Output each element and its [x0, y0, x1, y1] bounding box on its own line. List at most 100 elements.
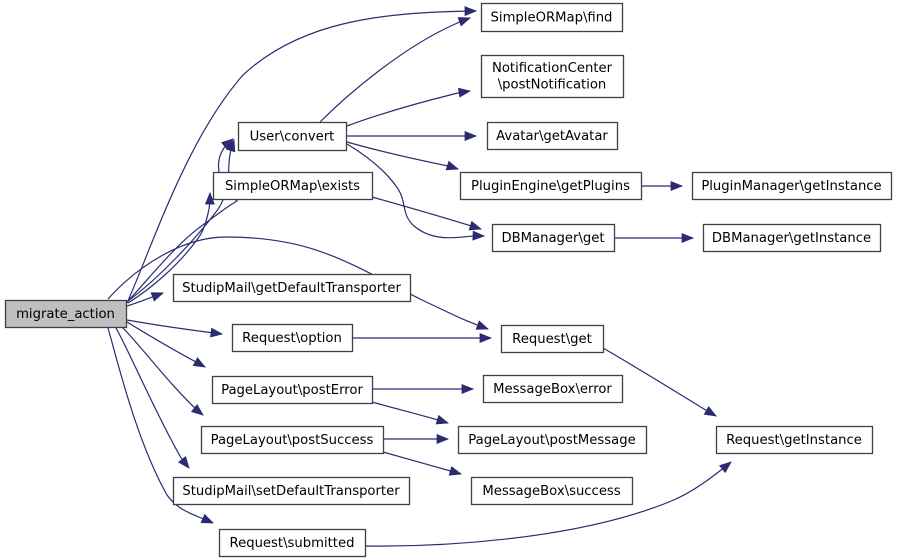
graph-edge: [126, 10, 477, 304]
graph-node-box[interactable]: [212, 171, 374, 201]
graph-node-box[interactable]: [486, 121, 619, 151]
graph-node-label: MessageBox\error: [493, 382, 612, 397]
graph-node-box[interactable]: [482, 374, 624, 404]
graph-edge: [371, 196, 482, 230]
graph-node-notificationcenter-postnotification[interactable]: NotificationCenter\postNotification: [480, 54, 625, 99]
graph-node-label: PluginManager\getInstance: [701, 179, 881, 194]
graph-edge-arrowhead: [472, 230, 486, 241]
graph-node-pagelayout-postsuccess[interactable]: PageLayout\postSuccess: [200, 425, 385, 455]
graph-node-label: DBManager\get: [501, 231, 604, 246]
graph-edge: [319, 17, 471, 123]
graph-node-label: SimpleORMap\find: [491, 11, 613, 26]
graph-node-label: User\convert: [250, 130, 335, 145]
graph-node-pagelayout-posterror[interactable]: PageLayout\postError: [211, 375, 374, 405]
graph-node-user-convert[interactable]: User\convert: [237, 121, 348, 152]
graph-node-messagebox-error[interactable]: MessageBox\error: [482, 374, 624, 404]
graph-node-label: PageLayout\postMessage: [468, 433, 635, 448]
graph-edge-arrowhead: [681, 233, 695, 243]
graph-node-box[interactable]: [457, 425, 648, 455]
graph-edge-arrowhead: [670, 181, 684, 191]
graph-edge-arrowhead: [225, 138, 236, 153]
graph-node-request-getinstance[interactable]: Request\getInstance: [715, 425, 874, 455]
graph-node-box[interactable]: [480, 54, 625, 99]
graph-node-label: DBManager\getInstance: [712, 231, 871, 246]
graph-node-box[interactable]: [172, 273, 412, 303]
graph-edge: [107, 236, 489, 330]
graph-edge-arrowhead: [468, 220, 483, 231]
graph-edge: [121, 326, 204, 416]
graph-edge-arrowhead: [445, 160, 460, 171]
graph-node-box[interactable]: [691, 171, 893, 201]
graph-node-avatar-getavatar[interactable]: Avatar\getAvatar: [486, 121, 619, 151]
graph-edge-arrowhead: [461, 384, 475, 394]
graph-edge: [107, 327, 214, 524]
graph-node-box[interactable]: [231, 323, 354, 353]
graph-node-studipmail-setdefaulttransporter[interactable]: StudipMail\setDefaultTransporter: [172, 476, 411, 506]
graph-node-request-get[interactable]: Request\get: [500, 324, 605, 354]
graph-edge-arrowhead: [457, 17, 472, 27]
graph-node-dbmanager-get[interactable]: DBManager\get: [491, 223, 616, 253]
graph-node-pluginmanager-getinstance[interactable]: PluginManager\getInstance: [691, 171, 893, 201]
graph-node-request-submitted[interactable]: Request\submitted: [218, 528, 367, 558]
graph-edge-arrowhead: [464, 6, 478, 17]
graph-node-label: Avatar\getAvatar: [496, 129, 608, 144]
graph-edge: [382, 451, 462, 475]
graph-edges-layer: [107, 6, 732, 547]
graph-edge-arrowhead: [436, 434, 450, 444]
graph-node-label: SimpleORMap\exists: [225, 179, 360, 194]
graph-edge-arrowhead: [719, 461, 732, 474]
graph-edge-arrowhead: [435, 414, 450, 425]
graph-node-box[interactable]: [237, 121, 348, 152]
graph-edge: [346, 143, 485, 239]
graph-node-simpleormap-exists[interactable]: SimpleORMap\exists: [212, 171, 374, 201]
graph-node-label: migrate_action: [16, 307, 115, 322]
graph-node-label: Request\submitted: [230, 536, 355, 551]
graph-node-pagelayout-postmessage[interactable]: PageLayout\postMessage: [457, 425, 648, 455]
graph-node-request-option[interactable]: Request\option: [231, 323, 354, 353]
graph-edge: [346, 90, 471, 127]
graph-node-pluginengine-getplugins[interactable]: PluginEngine\getPlugins: [459, 171, 643, 201]
graph-node-label: MessageBox\success: [482, 484, 620, 499]
graph-node-box[interactable]: [491, 223, 616, 253]
graph-node-box[interactable]: [218, 528, 367, 558]
graph-edge-arrowhead: [448, 466, 463, 476]
graph-node-simpleormap-find[interactable]: SimpleORMap\find: [480, 2, 624, 33]
graph-edge-arrowhead: [192, 357, 206, 368]
graph-edge-arrowhead: [190, 404, 204, 416]
graph-edge-arrowhead: [464, 131, 478, 141]
graph-node-box[interactable]: [172, 476, 411, 506]
graph-node-label: PageLayout\postSuccess: [211, 433, 374, 448]
graph-node-box[interactable]: [500, 324, 605, 354]
graph-edge-arrowhead: [457, 87, 472, 98]
graph-node-label: PageLayout\postError: [221, 383, 363, 398]
graph-edge-arrowhead: [479, 333, 493, 343]
graph-node-messagebox-success[interactable]: MessageBox\success: [470, 476, 634, 506]
graph-edge: [115, 327, 190, 469]
graph-node-dbmanager-getinstance[interactable]: DBManager\getInstance: [702, 223, 882, 253]
graph-node-box[interactable]: [459, 171, 643, 201]
graph-node-label: NotificationCenter\postNotification: [492, 61, 613, 93]
graph-edge-arrowhead: [703, 405, 717, 417]
graph-edge-arrowhead: [200, 513, 214, 524]
graph-node-label: StudipMail\setDefaultTransporter: [182, 484, 400, 499]
graph-edge: [371, 401, 449, 424]
graph-edge: [126, 319, 223, 335]
graph-node-box[interactable]: [702, 223, 882, 253]
graph-node-label: PluginEngine\getPlugins: [471, 179, 630, 194]
graph-node-box[interactable]: [4, 299, 128, 329]
graph-node-label: Request\option: [242, 331, 342, 346]
graph-edge-arrowhead: [204, 191, 215, 205]
graph-node-label: StudipMail\getDefaultTransporter: [182, 281, 401, 296]
graph-edge-arrowhead: [210, 327, 224, 338]
graph-nodes-layer: migrate_action User\convertSimpleORMap\ex…: [4, 2, 893, 558]
graph-node-studipmail-getdefaulttransporter[interactable]: StudipMail\getDefaultTransporter: [172, 273, 412, 303]
graph-node-box[interactable]: [715, 425, 874, 455]
graph-node-label: Request\get: [512, 332, 592, 347]
graph-node-migrate-action[interactable]: migrate_action: [4, 299, 128, 329]
graph-node-box[interactable]: [480, 2, 624, 33]
graph-node-label: Request\getInstance: [726, 433, 862, 448]
graph-node-box[interactable]: [211, 375, 374, 405]
graph-node-box[interactable]: [200, 425, 385, 455]
graph-node-box[interactable]: [470, 476, 634, 506]
